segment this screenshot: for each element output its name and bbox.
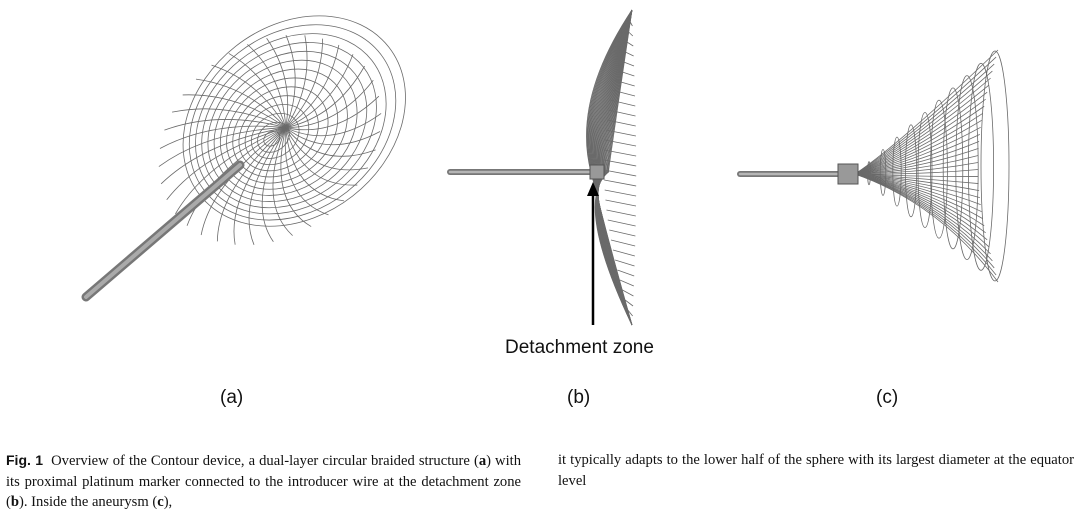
device-view-a xyxy=(70,0,430,310)
device-view-c xyxy=(730,0,1020,300)
caption-ref-c: c xyxy=(157,494,164,510)
braided-disk-side-image xyxy=(447,9,637,326)
panel-label-a: (a) xyxy=(220,387,244,408)
caption-text-1: Overview of the Contour device, a dual-l… xyxy=(51,453,479,469)
caption-text-2: ) with its proximal platinum marker conn… xyxy=(6,453,521,510)
braided-disk-oblique-image xyxy=(81,15,406,302)
detachment-zone-label: Detachment zone xyxy=(505,337,654,358)
caption-text-3: ). Inside the aneurysm ( xyxy=(19,494,158,510)
panel-label-b: (b) xyxy=(567,387,591,408)
panel-label-c: (c) xyxy=(876,387,899,408)
figure-number: Fig. 1 xyxy=(6,452,43,468)
caption-ref-b: b xyxy=(10,494,19,510)
figure-caption-left: Fig. 1 Overview of the Contour device, a… xyxy=(6,450,521,513)
braided-cone-image xyxy=(737,49,1010,283)
device-view-b xyxy=(440,0,710,330)
figure-caption-right: it typically adapts to the lower half of… xyxy=(558,452,1074,489)
caption-ref-a: a xyxy=(478,453,487,469)
caption-text-4: ), xyxy=(163,494,173,510)
